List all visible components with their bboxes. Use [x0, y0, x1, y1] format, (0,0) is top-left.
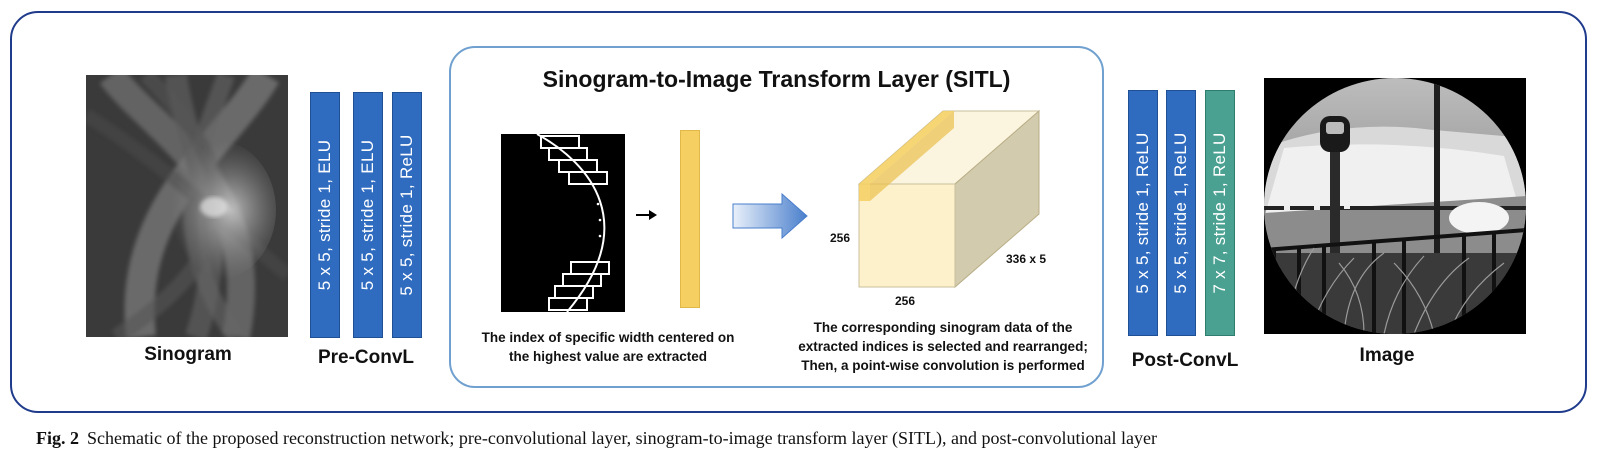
post-conv-layer-3-label: 7 x 7, stride 1, ReLU — [1210, 132, 1229, 294]
sinogram-image — [86, 75, 288, 337]
pre-conv-layer-1: 5 x 5, stride 1, ELU — [310, 92, 340, 338]
cube-width-label: 256 — [895, 294, 916, 308]
sitl-title: Sinogram-to-Image Transform Layer (SITL) — [542, 66, 1011, 92]
figure-caption: Fig. 2 Schematic of the proposed reconstr… — [36, 428, 1157, 449]
reconstructed-image — [1264, 78, 1526, 334]
sitl-caption-left-line-1: The index of specific width centered on — [481, 330, 735, 345]
sitl-caption-right-line-1: The corresponding sinogram data of the — [813, 320, 1073, 335]
figure-caption-text: Schematic of the proposed reconstruction… — [87, 428, 1157, 448]
pre-conv-layer-2: 5 x 5, stride 1, ELU — [353, 92, 383, 338]
cube-depth-label: 336 x 5 — [1006, 252, 1047, 266]
post-conv-layer-1-label: 5 x 5, stride 1, ReLU — [1133, 132, 1152, 294]
sitl-caption-left: The index of specific width centered on … — [463, 328, 753, 366]
sitl-panel: Sinogram-to-Image Transform Layer (SITL) — [449, 46, 1104, 388]
figure-number: Fig. 2 — [36, 428, 79, 448]
pre-conv-layer-3-label: 5 x 5, stride 1, ReLU — [397, 134, 416, 296]
sinogram-label: Sinogram — [144, 344, 232, 365]
pre-conv-layer-3: 5 x 5, stride 1, ReLU — [392, 92, 422, 338]
pre-conv-layer-2-label: 5 x 5, stride 1, ELU — [358, 139, 377, 291]
post-conv-layer-2-label: 5 x 5, stride 1, ReLU — [1171, 132, 1190, 294]
sinogram-window-icon — [501, 134, 625, 312]
sitl-caption-left-line-2: the highest value are extracted — [508, 349, 708, 364]
cube-height-label: 256 — [830, 231, 851, 245]
post-conv-layer-2: 5 x 5, stride 1, ReLU — [1166, 90, 1196, 336]
feature-cube-icon — [858, 110, 1040, 289]
sitl-caption-right-line-2: extracted indices is selected and rearra… — [798, 339, 1088, 354]
sitl-caption-right-line-3: Then, a point-wise convolution is perfor… — [801, 358, 1085, 373]
block-arrow-icon — [732, 193, 808, 239]
sitl-caption-right: The corresponding sinogram data of the e… — [798, 318, 1088, 375]
post-convl-label: Post-ConvL — [1131, 350, 1239, 371]
image-label: Image — [1359, 345, 1415, 366]
column-vector-icon — [680, 130, 700, 308]
post-conv-layer-1: 5 x 5, stride 1, ReLU — [1128, 90, 1158, 336]
post-conv-layer-3: 7 x 7, stride 1, ReLU — [1205, 90, 1235, 336]
diagram-frame — [10, 11, 1587, 413]
small-arrow-icon — [636, 210, 657, 220]
pre-conv-layer-1-label: 5 x 5, stride 1, ELU — [315, 139, 334, 291]
pre-convl-label: Pre-ConvL — [317, 347, 415, 368]
